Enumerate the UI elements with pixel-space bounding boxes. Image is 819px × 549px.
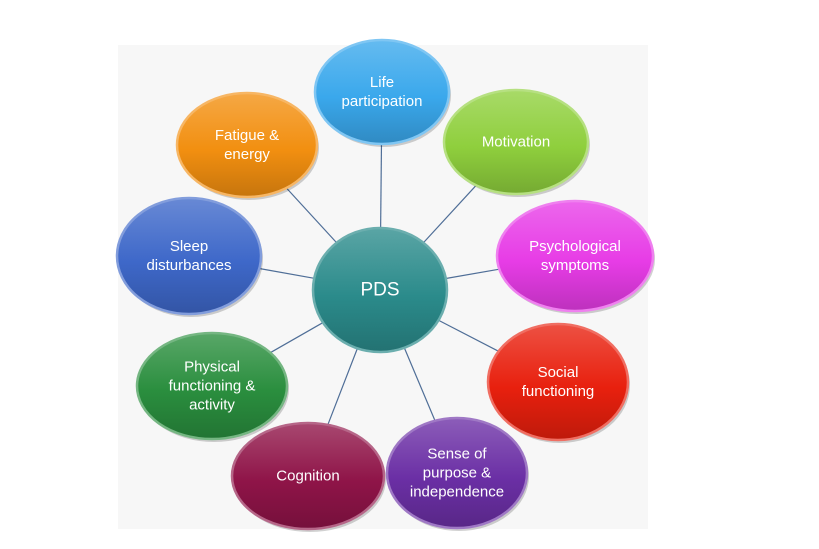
node-cognition: Cognition xyxy=(230,421,386,532)
node-ellipse xyxy=(486,322,630,442)
node-ellipse xyxy=(495,199,655,313)
node-sense-of-purpose: Sense of purpose & independence xyxy=(385,416,529,531)
node-label-line: Life xyxy=(370,74,394,91)
node-ellipse xyxy=(385,416,529,530)
node-social-functioning: Social functioning xyxy=(486,322,630,443)
node-label-line: Physical xyxy=(184,359,240,376)
connector-sense-of-purpose xyxy=(403,347,436,422)
node-fatigue-energy: Fatigue & energy xyxy=(175,91,319,200)
connector-fatigue-energy xyxy=(285,187,338,244)
node-label-line: Psychological xyxy=(529,238,621,255)
node-motivation: Motivation xyxy=(442,88,590,197)
node-ellipse xyxy=(135,331,289,441)
node-label-line: energy xyxy=(224,146,270,163)
center-ellipse xyxy=(311,226,449,354)
connector-motivation xyxy=(422,184,477,244)
connector-sleep-disturbances xyxy=(259,267,315,279)
connector-social-functioning xyxy=(438,319,499,352)
node-label-line: independence xyxy=(410,484,504,501)
node-ellipse xyxy=(115,196,263,316)
node-label-line: Sleep xyxy=(170,238,208,255)
center-label: PDS xyxy=(360,280,399,301)
node-ellipse xyxy=(313,38,451,146)
node-ellipse xyxy=(442,88,590,196)
node-label-line: functioning xyxy=(522,383,595,400)
connector-cognition xyxy=(327,348,358,426)
node-sleep-disturbances: Sleep disturbances xyxy=(115,196,263,317)
center-node: PDS xyxy=(311,226,449,354)
node-label-line: Fatigue & xyxy=(215,127,279,144)
node-psychological-symptoms: Psychological symptoms xyxy=(495,199,655,314)
node-label-line: Cognition xyxy=(276,468,339,485)
node-physical-functioning: Physical functioning & activity xyxy=(135,331,289,442)
node-label-line: Social xyxy=(538,364,579,381)
connector-psychological-symptoms xyxy=(445,268,500,280)
connector-lines xyxy=(259,143,500,426)
connector-physical-functioning xyxy=(270,322,324,354)
node-ellipse xyxy=(230,421,386,531)
node-label-line: Motivation xyxy=(482,134,550,151)
node-label-line: Sense of xyxy=(427,446,487,463)
node-life-participation: Life participation xyxy=(313,38,451,147)
node-ellipse xyxy=(175,91,319,199)
node-label-line: purpose & xyxy=(423,465,491,482)
node-label-line: disturbances xyxy=(146,257,231,274)
node-label-line: symptoms xyxy=(541,257,609,274)
outer-nodes: Life participationMotivationPsychological… xyxy=(115,38,655,532)
node-label-line: participation xyxy=(342,93,423,110)
node-label-line: functioning & xyxy=(169,378,256,395)
node-label-line: activity xyxy=(189,397,235,414)
connector-life-participation xyxy=(380,143,383,229)
